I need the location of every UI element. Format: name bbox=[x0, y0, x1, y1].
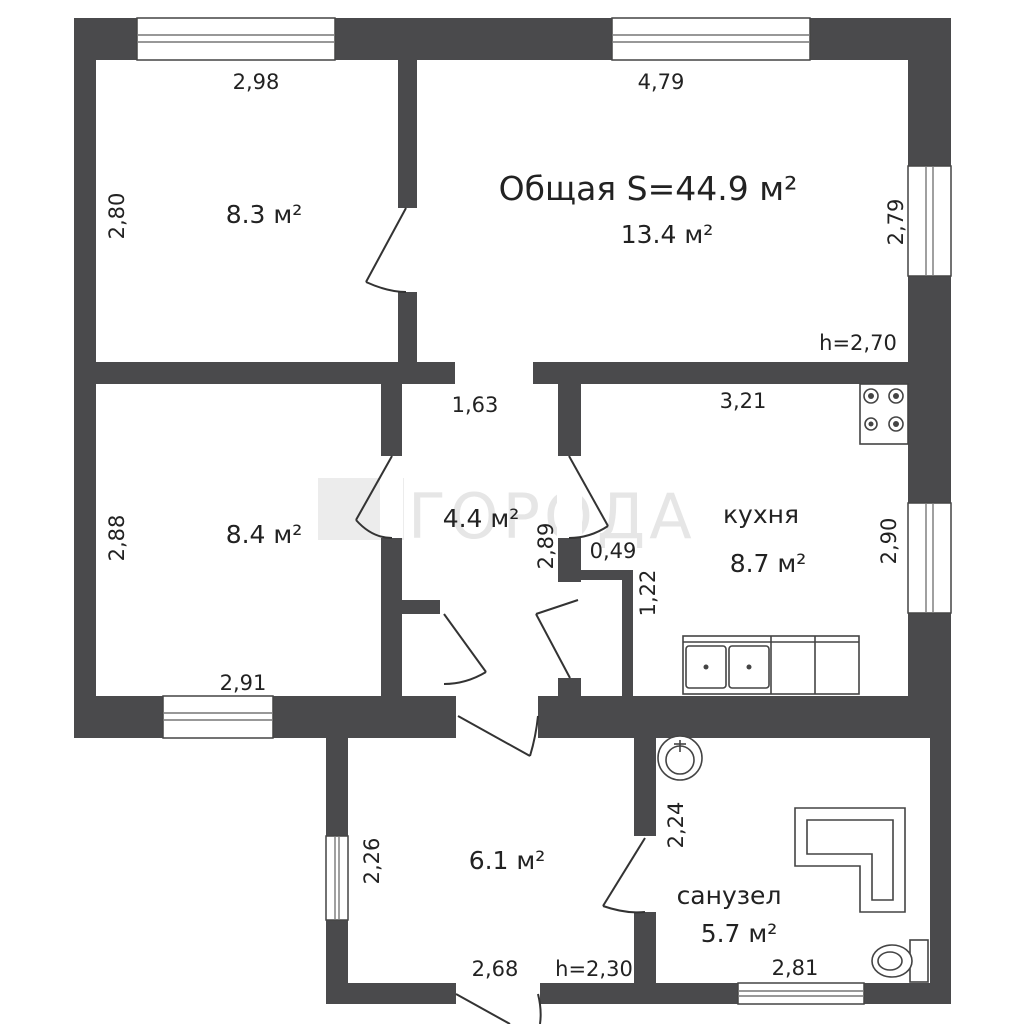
dimension-labels: 2,98 2,80 4,79 2,79 h=2,70 2,88 2,91 1,6… bbox=[105, 70, 908, 981]
bathroom-name: санузел bbox=[677, 881, 782, 910]
dim-hallway-height: 2,89 bbox=[534, 523, 558, 570]
door-openings bbox=[380, 208, 657, 1005]
dim-kitchen-height: 2,90 bbox=[877, 518, 901, 565]
fixtures bbox=[657, 383, 929, 983]
kitchen-sink-icon bbox=[685, 645, 770, 689]
ceiling-height-main: h=2,70 bbox=[819, 331, 897, 355]
room-mid-left-area: 8.4 м² bbox=[226, 520, 303, 549]
door-hall-entrance bbox=[457, 715, 539, 757]
door-closet bbox=[535, 599, 579, 679]
window-mid-left bbox=[162, 695, 274, 739]
wall-annex-right bbox=[930, 738, 951, 1004]
bathtub-icon bbox=[794, 807, 906, 913]
wall-partition-h-right bbox=[533, 362, 951, 384]
room-top-left-area: 8.3 м² bbox=[226, 200, 303, 229]
wall-hall-left bbox=[381, 384, 402, 696]
dim-top-left-height: 2,80 bbox=[105, 193, 129, 240]
dim-mid-left-height: 2,88 bbox=[105, 515, 129, 562]
dim-kitchen-width: 3,21 bbox=[720, 389, 767, 413]
dim-closet-height: 1,22 bbox=[636, 570, 660, 617]
dim-bathroom-height: 2,24 bbox=[664, 802, 688, 849]
dim-bathroom-width: 2,81 bbox=[772, 956, 819, 980]
room-top-right-area: 13.4 м² bbox=[621, 220, 714, 249]
door-room-top-left bbox=[365, 207, 407, 293]
door-kitchen bbox=[568, 455, 609, 539]
entrance-area: 6.1 м² bbox=[469, 846, 546, 875]
total-area-label: Общая S=44.9 м² bbox=[499, 169, 798, 208]
hallway-area: 4.4 м² bbox=[443, 504, 520, 533]
dim-entrance-width: 2,68 bbox=[472, 957, 519, 981]
door-bathroom bbox=[602, 837, 646, 914]
window-top-left bbox=[136, 17, 336, 61]
ceiling-height-annex: h=2,30 bbox=[555, 957, 633, 981]
window-entrance bbox=[325, 835, 349, 921]
doors bbox=[355, 207, 646, 1024]
windows bbox=[136, 17, 952, 1005]
dim-top-right-width: 4,79 bbox=[638, 70, 685, 94]
dim-top-right-height: 2,79 bbox=[884, 199, 908, 246]
window-bathroom bbox=[737, 982, 865, 1005]
window-top-right bbox=[611, 17, 811, 61]
kitchen-area: 8.7 м² bbox=[730, 549, 807, 578]
door-hall-top-left bbox=[355, 455, 393, 539]
door-cupboard bbox=[443, 613, 487, 685]
toilet-icon bbox=[871, 939, 929, 983]
window-kitchen bbox=[907, 502, 952, 614]
dim-hallway-width: 1,63 bbox=[452, 393, 499, 417]
dim-entrance-height: 2,26 bbox=[360, 838, 384, 885]
stove-icon bbox=[859, 383, 909, 445]
kitchen-name: кухня bbox=[723, 500, 799, 529]
wall-closet-top bbox=[581, 570, 633, 580]
wall-partition-h-left bbox=[74, 362, 455, 384]
wall-closet-right bbox=[622, 570, 633, 696]
washbasin-icon bbox=[657, 735, 703, 781]
room-labels: Общая S=44.9 м² 8.3 м² 13.4 м² 8.4 м² 4.… bbox=[226, 169, 807, 948]
dim-closet-width: 0,49 bbox=[590, 539, 637, 563]
window-right-upper bbox=[907, 165, 952, 277]
watermark-text: ГОРОДА bbox=[408, 480, 696, 553]
dim-top-left-width: 2,98 bbox=[233, 70, 280, 94]
door-front bbox=[455, 993, 542, 1024]
dim-mid-left-width: 2,91 bbox=[220, 671, 267, 695]
bathroom-area: 5.7 м² bbox=[701, 919, 778, 948]
